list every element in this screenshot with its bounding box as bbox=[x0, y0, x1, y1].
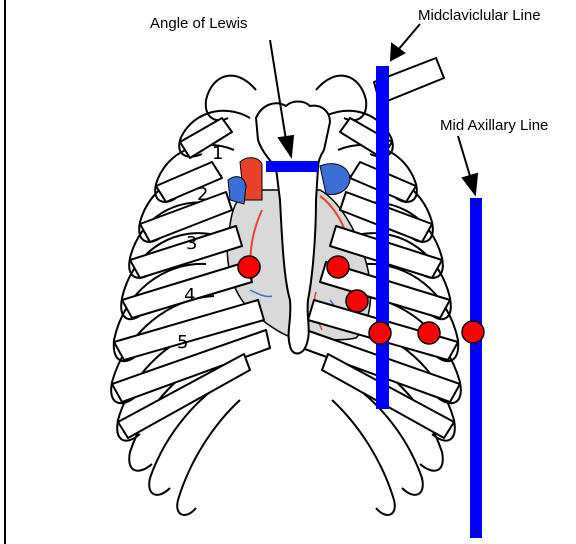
electrode-v4 bbox=[369, 322, 391, 344]
rib-cage bbox=[111, 58, 461, 515]
angle-of-lewis-marker bbox=[266, 161, 318, 172]
midclavicular-arrow bbox=[398, 24, 420, 50]
rib-number-2: 2 bbox=[197, 184, 208, 205]
mid-axillary-arrow bbox=[458, 136, 470, 176]
electrode-v1 bbox=[238, 256, 260, 278]
rib-number-1: 1 bbox=[212, 143, 223, 164]
electrode-v3 bbox=[346, 290, 368, 312]
midclavicular-line-label: Midclaviclular Line bbox=[418, 7, 541, 24]
electrode-v5 bbox=[418, 322, 440, 344]
mid-axillary-line bbox=[470, 198, 482, 538]
rib-number-4: 4 bbox=[184, 285, 195, 306]
rib-number-5: 5 bbox=[177, 332, 188, 353]
angle-of-lewis-label: Angle of Lewis bbox=[150, 15, 248, 32]
mid-axillary-arrowhead bbox=[463, 174, 477, 194]
rib-number-3: 3 bbox=[186, 233, 197, 254]
midclavicular-line bbox=[376, 66, 389, 409]
electrode-v6 bbox=[462, 321, 484, 343]
electrode-v2 bbox=[327, 256, 349, 278]
mid-axillary-line-label: Mid Axillary Line bbox=[440, 117, 548, 134]
